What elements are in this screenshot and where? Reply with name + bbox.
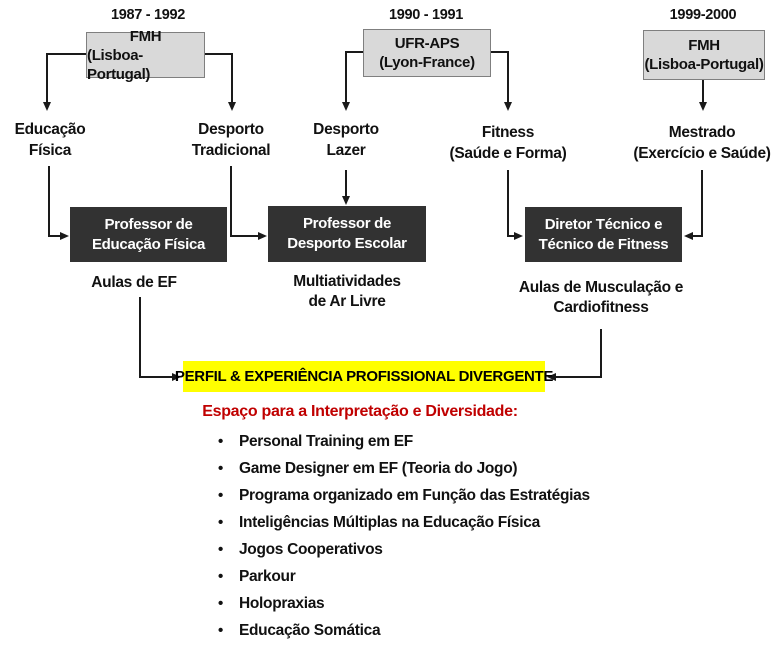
list-item-label: Jogos Cooperativos [238,540,383,558]
connector-fitness-to-diretor-tecnico [507,170,523,240]
divergence-list: • Personal Training em EF • Game Designer … [218,428,648,644]
list-item: • Jogos Cooperativos [218,536,648,563]
connector-educacao-fisica-to-professor-ef [48,166,69,240]
stream-label-desporto-tradicional: Desporto Tradicional [191,121,271,159]
list-item-label: Inteligências Múltiplas na Educação Físi… [238,513,540,531]
role-box-diretor-tecnico-fitness: Diretor Técnico e Técnico de Fitness [525,207,682,262]
outcome-label-aulas-ef: Aulas de EF [91,274,177,291]
list-item: • Inteligências Múltiplas na Educação Fís… [218,509,648,536]
connector-aulas-ef-to-banner [139,297,181,381]
period-label-1987-1992: 1987 - 1992 [110,7,186,23]
list-item: • Parkour [218,563,648,590]
list-item: • Personal Training em EF [218,428,648,455]
institution-location: (Lisboa-Portugal) [644,56,764,73]
outcome-label-multiatividades: Multiatividades de Ar Livre [293,273,401,310]
list-item-label: Educação Somática [238,621,381,639]
divergent-profile-banner: PERFIL & EXPERIÊNCIA PROFISSIONAL DIVERG… [175,361,553,392]
bullet-icon: • [218,514,223,531]
bullet-icon: • [218,595,223,612]
institution-box-ufr-aps: UFR-APS (Lyon-France) [363,29,491,77]
stream-label-fitness: Fitness (Saúde e Forma) [449,124,567,162]
connector-ufraps-to-fitness [489,51,512,111]
institution-name: FMH [129,27,162,45]
list-item-label: Programa organizado em Função das Estrat… [238,486,590,504]
connector-ufraps-to-desporto-lazer [342,51,363,111]
stream-label-educacao-fisica: Educação Física [14,121,86,159]
bullet-icon: • [218,541,223,558]
list-item: • Game Designer em EF (Teoria do Jogo) [218,455,648,482]
bullet-icon: • [218,460,223,477]
bullet-icon: • [218,487,223,504]
list-item: • Educação Somática [218,617,648,644]
institution-box-fmh-2: FMH (Lisboa-Portugal) [643,30,765,80]
list-item-label: Game Designer em EF (Teoria do Jogo) [238,459,518,477]
bullet-icon: • [218,622,223,639]
bullet-icon: • [218,568,223,585]
connector-fmh1-to-desporto-tradicional [203,53,236,111]
period-label-1999-2000: 1999-2000 [669,7,737,23]
connector-cardiofitness-to-banner [547,329,602,381]
institution-location: (Lisboa-Portugal) [87,46,151,83]
period-label-1990-1991: 1990 - 1991 [388,7,464,23]
list-item-label: Parkour [238,567,296,585]
connector-mestrado-to-diretor-tecnico [684,170,703,240]
outcome-label-musculacao-cardiofitness: Aulas de Musculação e Cardiofitness [518,279,684,316]
stream-label-desporto-lazer: Desporto Lazer [313,121,379,159]
connector-desporto-tradicional-to-professor-desporto [230,166,267,240]
list-item-label: Holopraxias [238,594,325,612]
institution-box-fmh-1: FMH (Lisboa-Portugal) [86,28,205,83]
connector-fmh1-to-educacao-fisica [43,53,86,111]
institution-name: FMH [688,37,720,54]
bullet-icon: • [218,433,223,450]
role-box-professor-desporto-escolar: Professor de Desporto Escolar [268,206,426,262]
list-item: • Programa organizado em Função das Estra… [218,482,648,509]
institution-name: UFR-APS [394,35,460,52]
institution-location: (Lyon-France) [379,54,475,71]
list-item: • Holopraxias [218,590,648,617]
role-box-professor-educacao-fisica: Professor de Educação Física [70,207,227,262]
list-item-label: Personal Training em EF [238,432,413,450]
divergence-heading: Espaço para a Interpretação e Diversidad… [202,403,518,420]
stream-label-mestrado: Mestrado (Exercício e Saúde) [633,124,771,162]
